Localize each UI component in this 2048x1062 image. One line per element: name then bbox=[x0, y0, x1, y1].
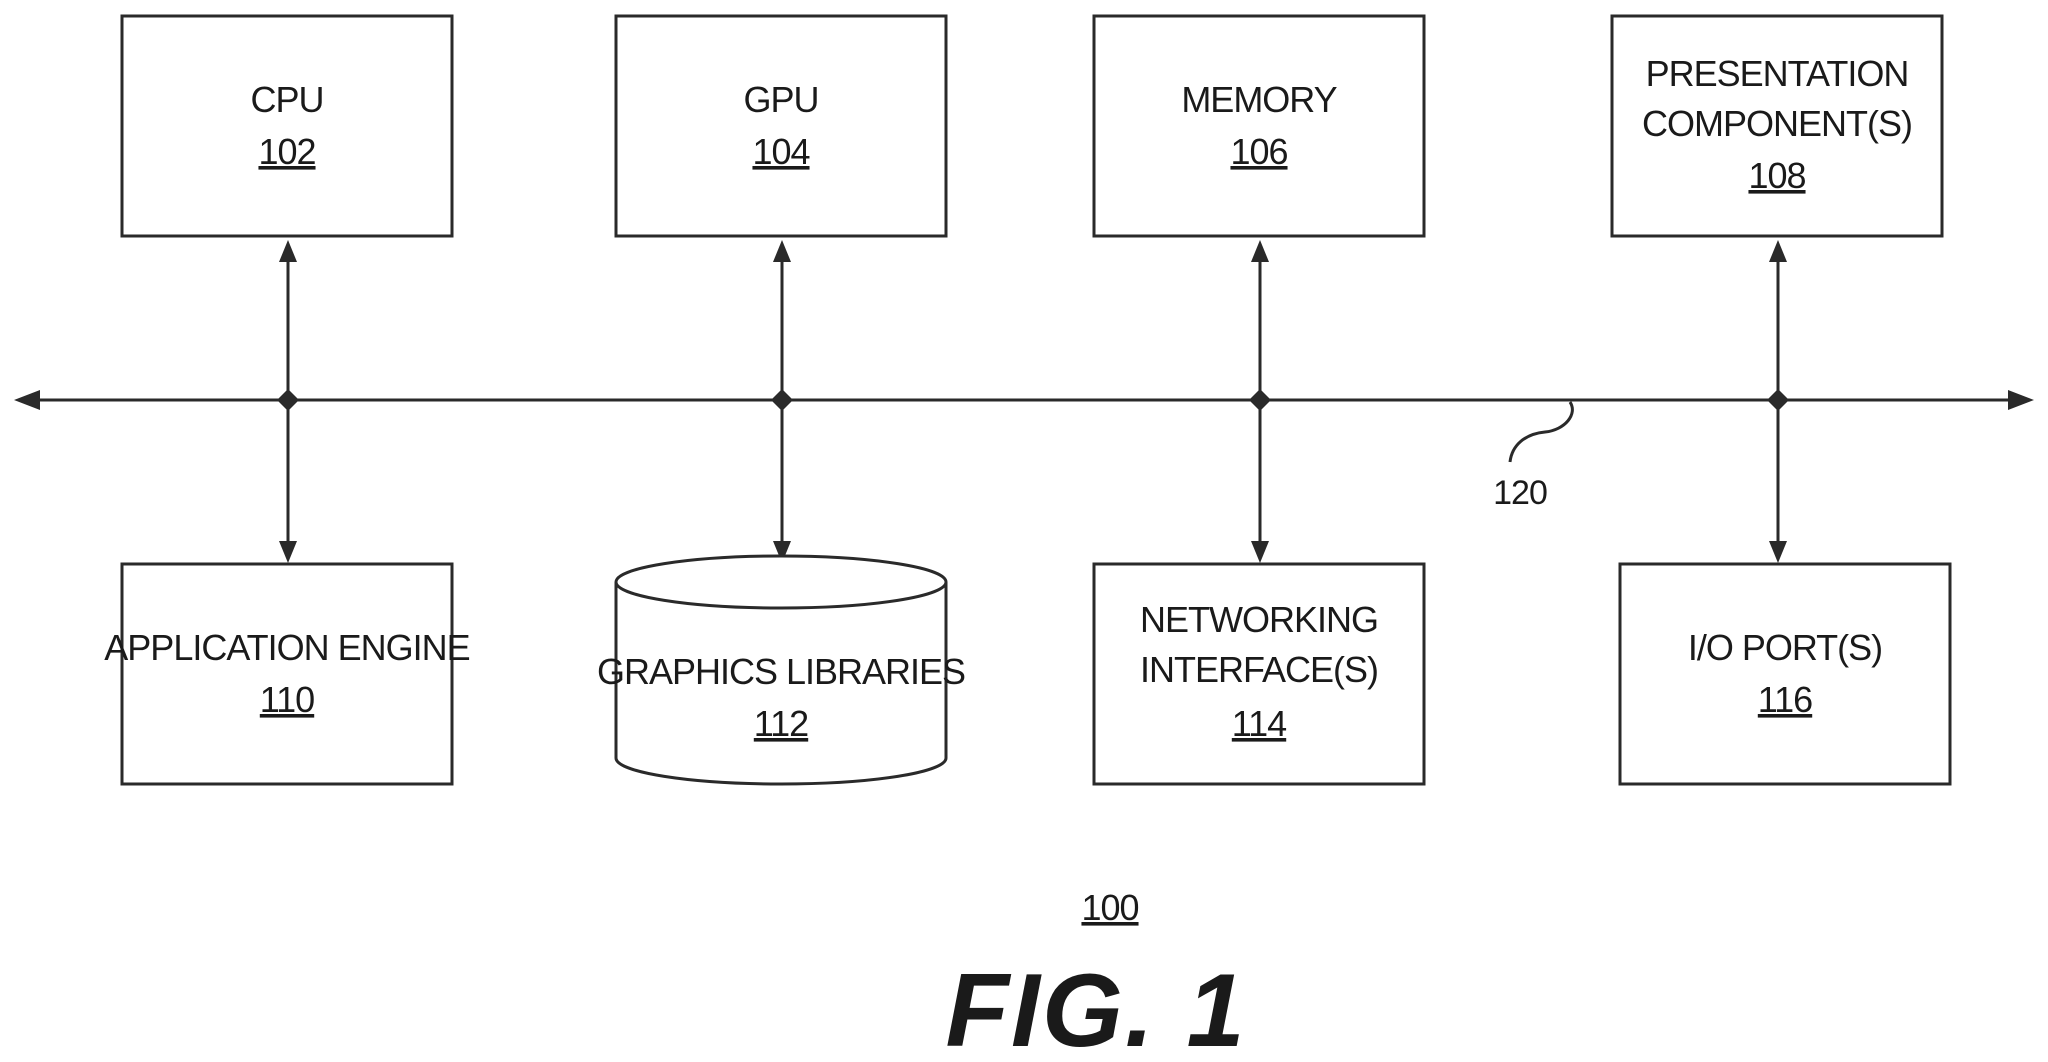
presentation-arrowhead bbox=[1769, 240, 1787, 262]
cpu-arrowhead bbox=[279, 240, 297, 262]
gpu-box: GPU 104 bbox=[614, 14, 948, 238]
networking-arrowhead bbox=[1251, 541, 1269, 563]
networking-box-outline bbox=[1092, 562, 1426, 786]
cpu-ref-number: 102 bbox=[258, 131, 315, 172]
graphics-libraries-arrowhead bbox=[773, 541, 791, 563]
cpu-bus-junction bbox=[277, 389, 299, 411]
application-engine-arrowhead bbox=[279, 541, 297, 563]
io-ports-box-outline bbox=[1618, 562, 1952, 786]
memory-box-outline bbox=[1092, 14, 1426, 238]
graphics-libraries-ref-number: 112 bbox=[754, 703, 808, 744]
io-ports-ref-number: 116 bbox=[1758, 679, 1812, 720]
networking-label-line2: INTERFACE(S) bbox=[1140, 649, 1378, 690]
memory-label: MEMORY bbox=[1181, 79, 1337, 120]
graphics-libraries-cylinder-top bbox=[614, 554, 948, 610]
presentation-ref-number: 108 bbox=[1748, 155, 1805, 196]
memory-bus-junction bbox=[1249, 389, 1271, 411]
application-engine-box-outline bbox=[120, 562, 454, 786]
io-ports-arrowhead bbox=[1769, 541, 1787, 563]
bus-left-arrowhead bbox=[14, 390, 40, 410]
cpu-box-outline bbox=[120, 14, 454, 238]
gpu-bus-junction bbox=[771, 389, 793, 411]
gpu-ref-number: 104 bbox=[752, 131, 809, 172]
application-engine-box: APPLICATION ENGINE 110 bbox=[104, 562, 471, 786]
io-ports-label: I/O PORT(S) bbox=[1688, 627, 1882, 668]
presentation-box: PRESENTATION COMPONENT(S) 108 bbox=[1610, 14, 1944, 238]
connectors bbox=[277, 240, 1789, 563]
memory-arrowhead bbox=[1251, 240, 1269, 262]
networking-box: NETWORKING INTERFACE(S) 114 bbox=[1092, 562, 1426, 786]
presentation-bus-junction bbox=[1767, 389, 1789, 411]
networking-ref-number: 114 bbox=[1232, 703, 1286, 744]
memory-box: MEMORY 106 bbox=[1092, 14, 1426, 238]
bus-right-arrowhead bbox=[2008, 390, 2034, 410]
application-engine-label: APPLICATION ENGINE bbox=[104, 627, 469, 668]
cpu-label: CPU bbox=[250, 79, 323, 120]
memory-ref-number: 106 bbox=[1230, 131, 1287, 172]
io-ports-box: I/O PORT(S) 116 bbox=[1618, 562, 1952, 786]
bus: 120 bbox=[14, 390, 2034, 512]
presentation-label-line1: PRESENTATION bbox=[1646, 53, 1909, 94]
figure-ref-number: 100 bbox=[1081, 887, 1138, 928]
cpu-box: CPU 102 bbox=[120, 14, 454, 238]
bus-ref-number: 120 bbox=[1493, 474, 1547, 512]
graphics-libraries-cylinder-body bbox=[614, 582, 948, 786]
presentation-label-line2: COMPONENT(S) bbox=[1642, 103, 1912, 144]
networking-label-line1: NETWORKING bbox=[1140, 599, 1378, 640]
gpu-label: GPU bbox=[743, 79, 818, 120]
application-engine-ref-number: 110 bbox=[260, 679, 314, 720]
gpu-arrowhead bbox=[773, 240, 791, 262]
presentation-box-outline bbox=[1610, 14, 1944, 238]
gpu-box-outline bbox=[614, 14, 948, 238]
graphics-libraries-cylinder: GRAPHICS LIBRARIES 112 bbox=[597, 554, 966, 786]
figure-title: FIG. 1 bbox=[946, 953, 1247, 1062]
graphics-libraries-label: GRAPHICS LIBRARIES bbox=[597, 651, 965, 692]
bus-leader-line bbox=[1508, 401, 1574, 463]
